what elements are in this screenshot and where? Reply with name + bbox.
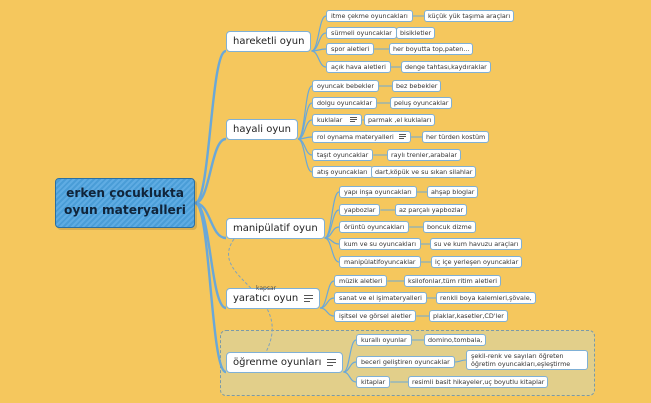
subtopic[interactable]: açık hava aletleri [326, 61, 391, 73]
detail-node[interactable]: boncuk dizme [423, 221, 476, 233]
subtopic[interactable]: kitaplar [356, 376, 391, 388]
detail-node[interactable]: her boyutta top,paten... [389, 43, 474, 55]
detail-node[interactable]: plaklar,kasetler,CD'ler [429, 310, 508, 322]
detail-node[interactable]: peluş oyuncaklar [390, 97, 453, 109]
detail-node[interactable]: iç içe yerleşen oyuncaklar [431, 256, 523, 268]
subtopic[interactable]: oyuncak bebekler [312, 80, 379, 92]
subtopic[interactable]: spor aletleri [326, 43, 375, 55]
subtopic[interactable]: kurallı oyunlar [356, 334, 412, 346]
detail-node[interactable]: resimli basit hikayeler,uç boyutlu kitap… [408, 376, 549, 388]
topic-yaratici[interactable]: yaratıcı oyun [226, 288, 321, 309]
detail-node[interactable]: su ve kum havuzu araçları [430, 238, 523, 250]
connector-line [194, 49, 227, 205]
subtopic[interactable]: işitsel ve görsel aletler [334, 310, 417, 322]
connector-line [194, 137, 227, 205]
subtopic[interactable]: müzik aletleri [334, 275, 388, 287]
connector-line [311, 50, 327, 68]
detail-node[interactable]: bisikletler [396, 27, 436, 39]
detail-node[interactable]: az parçalı yapbozlar [395, 204, 468, 216]
central-topic-line2: oyun materyalleri [64, 203, 186, 217]
connector-line [320, 307, 335, 317]
detail-node[interactable]: dart,köpük ve su sıkan silahlar [371, 166, 477, 178]
subtopic[interactable]: atış oyuncakları [312, 166, 373, 178]
detail-node[interactable]: raylı trenler,arabalar [387, 149, 461, 161]
connector-line [454, 359, 467, 363]
subtopic[interactable]: kuklalar [312, 114, 363, 126]
connector-line [194, 201, 227, 374]
subtopic[interactable]: örüntü oyuncakları [339, 221, 410, 233]
subtopic[interactable]: sürmeli oyuncaklar [326, 27, 397, 39]
detail-node[interactable]: bez bebekler [392, 80, 442, 92]
subtopic[interactable]: sanat ve el işimateryalleri [334, 292, 427, 304]
connector-line [343, 371, 357, 383]
subtopic[interactable]: yapbozlar [339, 204, 381, 216]
central-topic-line1: erken çocuklukta [66, 186, 184, 200]
detail-node[interactable]: her türden kostüm [422, 131, 490, 143]
subtopic[interactable]: taşıt oyuncaklar [312, 149, 374, 161]
detail-node[interactable]: ksilofonlar,tüm ritim aletleri [404, 275, 502, 287]
notes-icon[interactable] [304, 295, 314, 302]
central-topic[interactable]: erken çocuklukta oyun materyalleri [55, 178, 195, 228]
subtopic[interactable]: rol oynama materyalleri [312, 131, 411, 143]
detail-node[interactable]: denge tahtası,kaydıraklar [401, 61, 491, 73]
detail-node[interactable]: parmak ,el kuklaları [364, 114, 436, 126]
subtopic[interactable]: beceri geliştiren oyuncaklar [356, 356, 455, 368]
detail-node[interactable]: şekil-renk ve sayıları öğreten öğretim o… [466, 350, 588, 370]
subtopic[interactable]: manipülatifoyuncaklar [339, 256, 421, 268]
detail-node[interactable]: renkli boya kalemleri,şövale, [436, 292, 536, 304]
detail-node[interactable]: domino,tombala, [424, 334, 487, 346]
notes-icon[interactable] [350, 117, 358, 123]
subtopic[interactable]: itme çekme oyuncakları [326, 10, 413, 22]
subtopic[interactable]: dolgu oyuncaklar [312, 97, 378, 109]
subtopic[interactable]: kum ve su oyuncakları [339, 238, 421, 250]
notes-icon[interactable] [398, 134, 406, 140]
connector-line [343, 339, 357, 373]
topic-manipulatif[interactable]: manipülatif oyun [226, 218, 325, 239]
topic-ogrenme[interactable]: öğrenme oyunları [226, 352, 344, 373]
detail-node[interactable]: küçük yük taşıma araçları [424, 10, 515, 22]
relationship-label: kapsar [256, 285, 277, 292]
detail-node[interactable]: ahşap bloglar [427, 186, 479, 198]
subtopic[interactable]: yapı inşa oyuncakları [339, 186, 417, 198]
connector-line [324, 237, 340, 263]
connector-line [297, 138, 313, 173]
connector-line [324, 191, 340, 239]
notes-icon[interactable] [327, 359, 337, 366]
topic-hayali[interactable]: hayali oyun [226, 119, 298, 140]
topic-hareketli[interactable]: hareketli oyun [226, 31, 312, 52]
